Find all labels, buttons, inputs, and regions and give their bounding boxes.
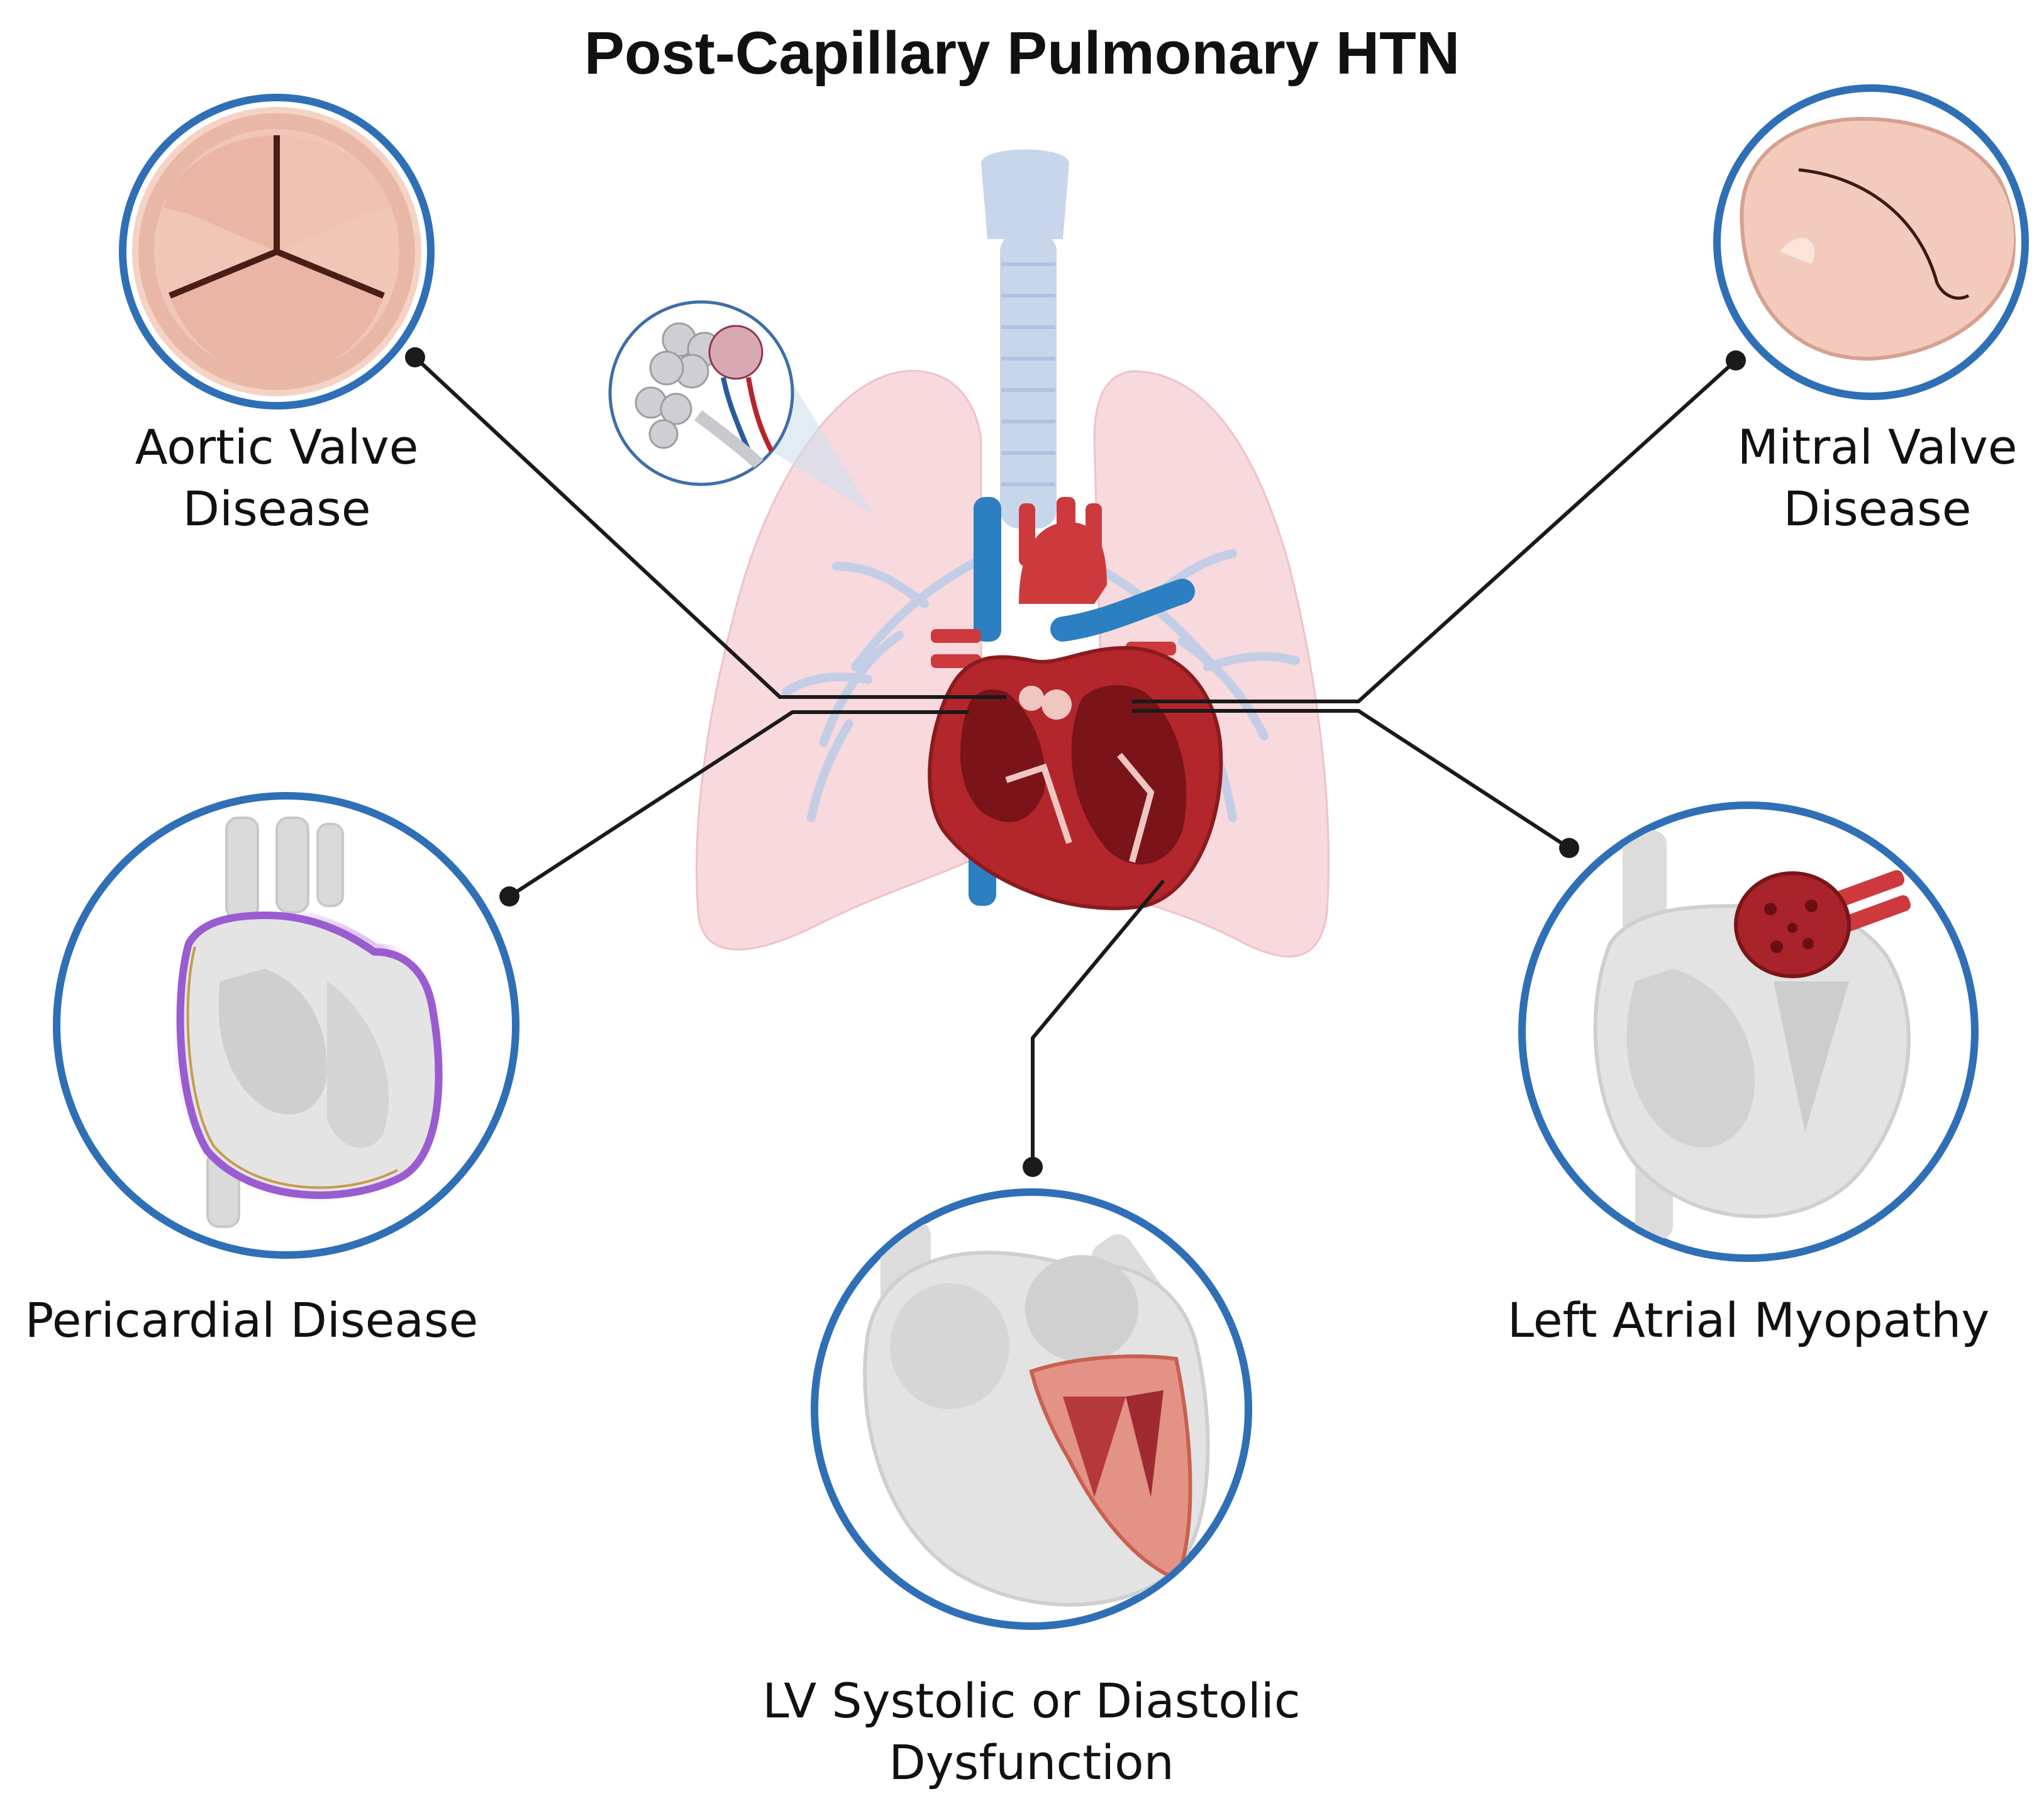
dot-mitral xyxy=(1726,350,1746,371)
great-vessels xyxy=(931,497,1195,906)
bronchial-tree xyxy=(782,549,1300,822)
central-anatomy xyxy=(696,149,1330,957)
heart-cross-section xyxy=(928,645,1223,910)
dot-lv xyxy=(1023,1157,1043,1177)
connector-aortic xyxy=(413,355,1006,699)
label-left-atrial-myopathy: Left Atrial Myopathy xyxy=(1484,1290,2013,1351)
label-left-atrial-line1: Left Atrial Myopathy xyxy=(1507,1292,1990,1348)
connector-dots xyxy=(405,347,1746,1177)
dot-left-atrial xyxy=(1559,838,1579,858)
label-aortic-line2: Disease xyxy=(182,481,371,537)
label-pericardial-disease: Pericardial Disease xyxy=(13,1290,491,1351)
label-lv-line2: Dysfunction xyxy=(889,1734,1174,1790)
label-pericardial-line1: Pericardial Disease xyxy=(25,1292,479,1348)
left-atrial-node xyxy=(1518,801,1979,1262)
connector-left-atrial xyxy=(1132,709,1570,850)
connector-lines xyxy=(413,355,1738,1167)
connector-mitral xyxy=(1132,359,1738,703)
label-aortic-line1: Aortic Valve xyxy=(135,419,419,475)
alveoli-inset xyxy=(608,300,874,516)
aortic-valve-node xyxy=(119,94,435,410)
connector-lv xyxy=(1031,879,1165,1167)
label-mitral-line1: Mitral Valve xyxy=(1737,419,2018,475)
label-lv-dysfunction: LV Systolic or Diastolic Dysfunction xyxy=(723,1670,1340,1793)
label-lv-line1: LV Systolic or Diastolic xyxy=(762,1673,1301,1729)
label-aortic-valve-disease: Aortic Valve Disease xyxy=(119,416,434,540)
trachea xyxy=(981,149,1069,528)
label-mitral-valve-disease: Mitral Valve Disease xyxy=(1720,416,2035,540)
lv-dysfunction-node xyxy=(811,1188,1252,1630)
dot-pericardial xyxy=(499,886,519,906)
pericardial-node xyxy=(53,792,519,1259)
label-mitral-line2: Disease xyxy=(1783,481,1972,537)
dot-aortic xyxy=(405,347,425,367)
diagram-title: Post-Capillary Pulmonary HTN xyxy=(584,20,1460,87)
connector-pericardial xyxy=(508,710,969,898)
mitral-valve-node xyxy=(1713,84,2029,400)
